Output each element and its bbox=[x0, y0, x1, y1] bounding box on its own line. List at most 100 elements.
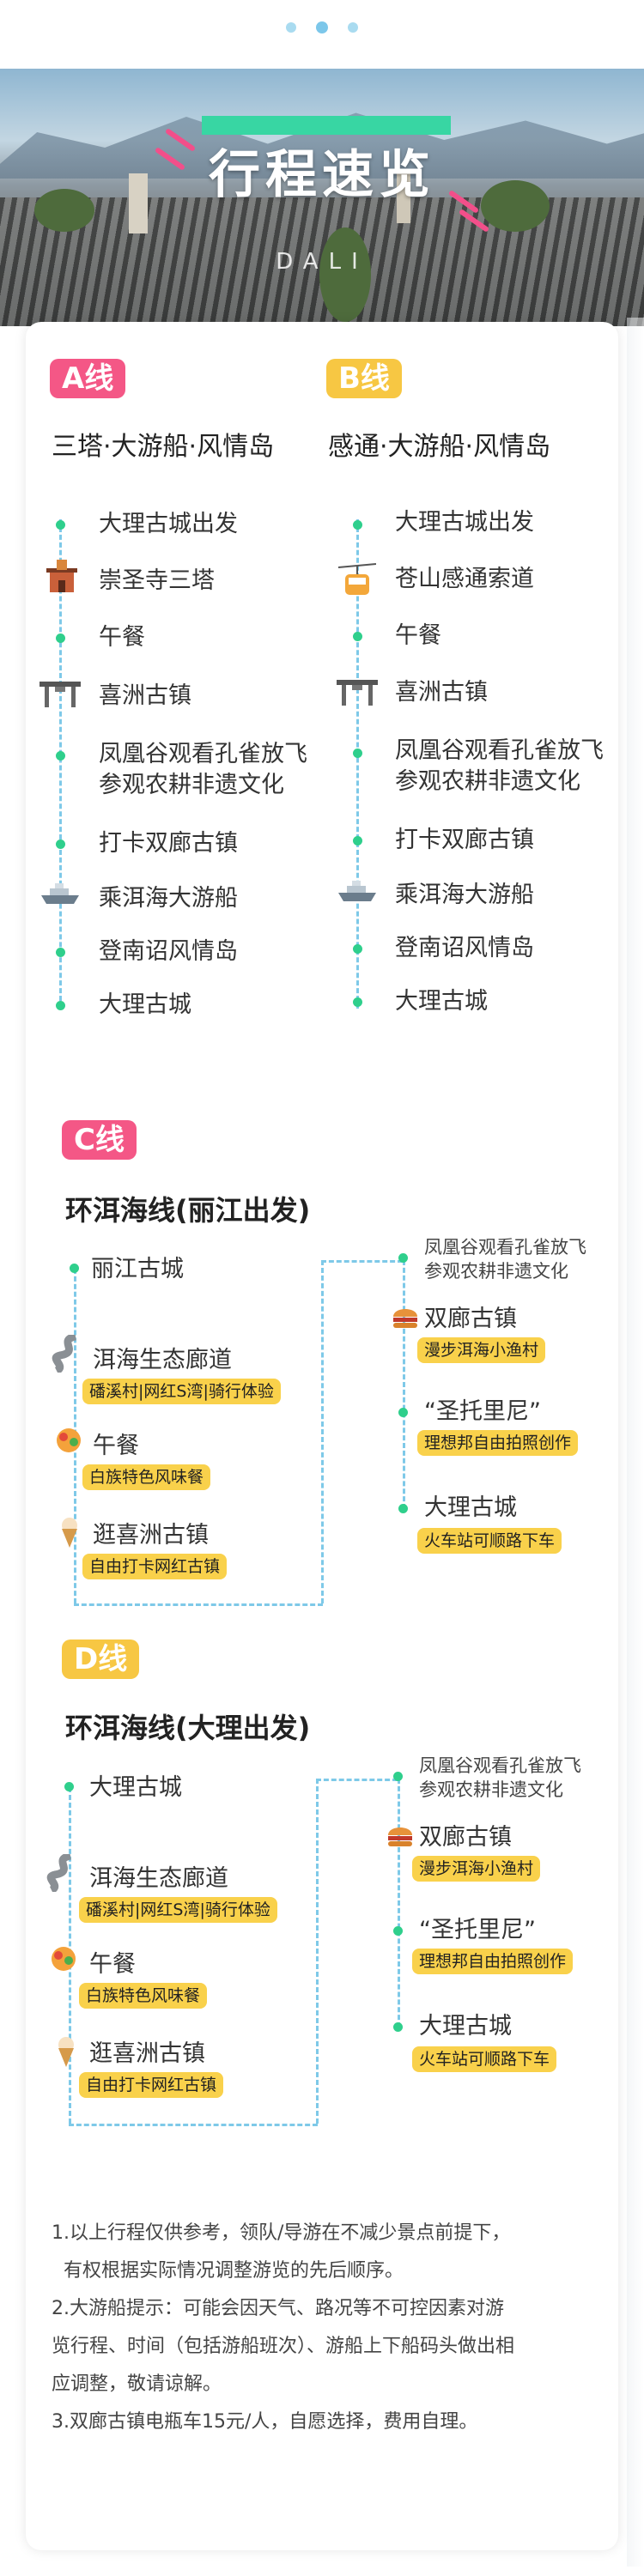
route-c-line bbox=[321, 1260, 403, 1263]
route-c-stop: 午餐 bbox=[93, 1433, 139, 1459]
route-b-stop: 苍山感通索道 bbox=[395, 566, 534, 592]
route-d-tag: 理想邦自由拍照创作 bbox=[412, 1949, 574, 1974]
tree-shape bbox=[481, 180, 550, 232]
route-d-title: 环洱海线(大理出发) bbox=[65, 1712, 311, 1744]
note-line: 2.大游船提示：可能会因天气、路况等不可控因素对游 bbox=[52, 2298, 504, 2319]
route-stop-dot bbox=[353, 749, 362, 758]
route-c-tag: 磻溪村|网红S湾|骑行体验 bbox=[82, 1379, 281, 1404]
route-d-stop: 参观农耕非遗文化 bbox=[419, 1779, 563, 1800]
route-d-line bbox=[398, 1779, 400, 2027]
hero-banner bbox=[0, 69, 644, 326]
route-c-stop: 丽江古城 bbox=[91, 1256, 184, 1282]
route-d-stop: 双廊古镇 bbox=[419, 1824, 512, 1851]
route-stop-dot bbox=[393, 2022, 403, 2032]
note-line: 1.以上行程仅供参考，领队/导游在不减少景点前提下， bbox=[52, 2222, 511, 2244]
route-b-stop: 参观农耕非遗文化 bbox=[395, 768, 580, 795]
burger-icon bbox=[388, 1303, 426, 1337]
tower-shape bbox=[129, 173, 148, 233]
ice-cream-icon bbox=[53, 2034, 91, 2069]
route-a-stop: 午餐 bbox=[99, 624, 145, 651]
note-line: 有权根据实际情况调整游览的先后顺序。 bbox=[64, 2260, 404, 2282]
route-stop-dot bbox=[398, 1504, 408, 1513]
indicator-dot bbox=[348, 22, 358, 33]
tower-shape bbox=[397, 170, 410, 223]
route-stop-dot bbox=[393, 1926, 403, 1936]
cruise-ship-icon bbox=[337, 877, 376, 912]
indicator-dot bbox=[316, 21, 328, 33]
road-icon bbox=[52, 1332, 89, 1375]
route-a-stop: 大理古城出发 bbox=[99, 511, 238, 537]
route-b-stop: 打卡双廊古镇 bbox=[395, 827, 534, 853]
route-stop-dot bbox=[70, 1264, 79, 1273]
route-d-tag: 自由打卡网红古镇 bbox=[79, 2072, 224, 2098]
page-subtitle: DALI bbox=[276, 249, 368, 275]
page-title: 行程速览 bbox=[209, 145, 435, 205]
route-c-tag: 理想邦自由拍照创作 bbox=[417, 1430, 579, 1456]
note-line: 3.双廊古镇电瓶车15元/人，自愿选择，费用自理。 bbox=[52, 2411, 478, 2433]
title-highlight bbox=[202, 116, 451, 135]
route-a-stop: 参观农耕非遗文化 bbox=[99, 772, 284, 798]
route-stop-dot bbox=[64, 1782, 74, 1791]
route-c-stop: 参观农耕非遗文化 bbox=[424, 1261, 568, 1282]
route-c-line bbox=[403, 1260, 405, 1509]
route-stop-dot bbox=[353, 632, 362, 641]
route-d-stop: 凤凰谷观看孔雀放飞 bbox=[419, 1755, 581, 1776]
route-c-badge: C线 bbox=[62, 1120, 137, 1160]
route-d-line bbox=[69, 2124, 318, 2126]
gate-icon bbox=[39, 678, 81, 712]
route-d-stop: 洱海生态廊道 bbox=[89, 1865, 228, 1892]
notes-section: 1.以上行程仅供参考，领队/导游在不减少景点前提下， 有权根据实际情况调整游览的… bbox=[52, 2215, 610, 2441]
route-stop-dot bbox=[56, 948, 65, 957]
route-d-line bbox=[316, 1779, 398, 1781]
route-d-badge: D线 bbox=[62, 1640, 140, 1679]
route-d-stop: “圣托里尼” bbox=[419, 1917, 536, 1943]
road-icon bbox=[46, 1852, 84, 1894]
note-line: 览行程、时间（包括游船班次）、游船上下船码头做出相 bbox=[52, 2336, 515, 2357]
route-a-stop: 崇圣寺三塔 bbox=[99, 567, 215, 594]
route-a-line bbox=[59, 519, 62, 1009]
route-a-stop: 喜洲古镇 bbox=[99, 682, 191, 709]
route-c-line bbox=[74, 1603, 323, 1606]
route-c-stop: 凤凰谷观看孔雀放飞 bbox=[424, 1237, 586, 1258]
cruise-ship-icon bbox=[39, 880, 79, 914]
route-stop-dot bbox=[56, 751, 65, 761]
route-c-line bbox=[321, 1260, 324, 1603]
route-c-stop: 双廊古镇 bbox=[424, 1306, 517, 1332]
route-stop-dot bbox=[353, 836, 362, 846]
route-stop-dot bbox=[56, 1001, 65, 1010]
route-d-tag: 漫步洱海小渔村 bbox=[412, 1856, 541, 1882]
route-c-stop: 洱海生态廊道 bbox=[93, 1347, 232, 1373]
meal-icon bbox=[48, 1942, 86, 1976]
route-d-stop: 大理古城 bbox=[89, 1774, 182, 1801]
route-a-stop: 乘洱海大游船 bbox=[99, 885, 238, 912]
tree-shape bbox=[34, 189, 94, 232]
route-b-title: 感通·大游船·风情岛 bbox=[328, 432, 551, 462]
route-stop-dot bbox=[56, 633, 65, 643]
route-b-stop: 喜洲古镇 bbox=[395, 679, 488, 706]
side-shade bbox=[627, 318, 644, 2567]
route-a-badge: A线 bbox=[50, 359, 126, 398]
gate-icon bbox=[337, 676, 378, 711]
route-d-tag: 磻溪村|网红S湾|骑行体验 bbox=[79, 1897, 277, 1923]
route-stop-dot bbox=[393, 1772, 403, 1781]
route-stop-dot bbox=[353, 520, 362, 530]
route-b-line bbox=[356, 519, 359, 1009]
route-a-stop: 凤凰谷观看孔雀放飞 bbox=[99, 741, 307, 767]
ice-cream-icon bbox=[57, 1515, 94, 1549]
route-d-stop: 大理古城 bbox=[419, 2013, 512, 2040]
route-b-stop: 大理古城出发 bbox=[395, 509, 534, 536]
route-b-stop: 乘洱海大游船 bbox=[395, 882, 534, 908]
route-a-stop: 打卡双廊古镇 bbox=[99, 830, 238, 857]
route-a-title: 三塔·大游船·风情岛 bbox=[52, 432, 275, 462]
route-b-stop: 大理古城 bbox=[395, 988, 488, 1015]
route-b-badge: B线 bbox=[326, 359, 402, 398]
route-b-stop: 午餐 bbox=[395, 622, 441, 649]
page-indicator bbox=[0, 21, 644, 39]
route-a-stop: 登南诏风情岛 bbox=[99, 938, 238, 965]
cable-car-icon bbox=[337, 562, 377, 597]
route-d-stop: 逛喜洲古镇 bbox=[89, 2040, 205, 2067]
route-c-tag: 火车站可顺路下车 bbox=[417, 1528, 562, 1554]
route-stop-dot bbox=[56, 520, 65, 530]
meal-icon bbox=[53, 1423, 91, 1458]
route-c-tag: 漫步洱海小渔村 bbox=[417, 1337, 546, 1363]
